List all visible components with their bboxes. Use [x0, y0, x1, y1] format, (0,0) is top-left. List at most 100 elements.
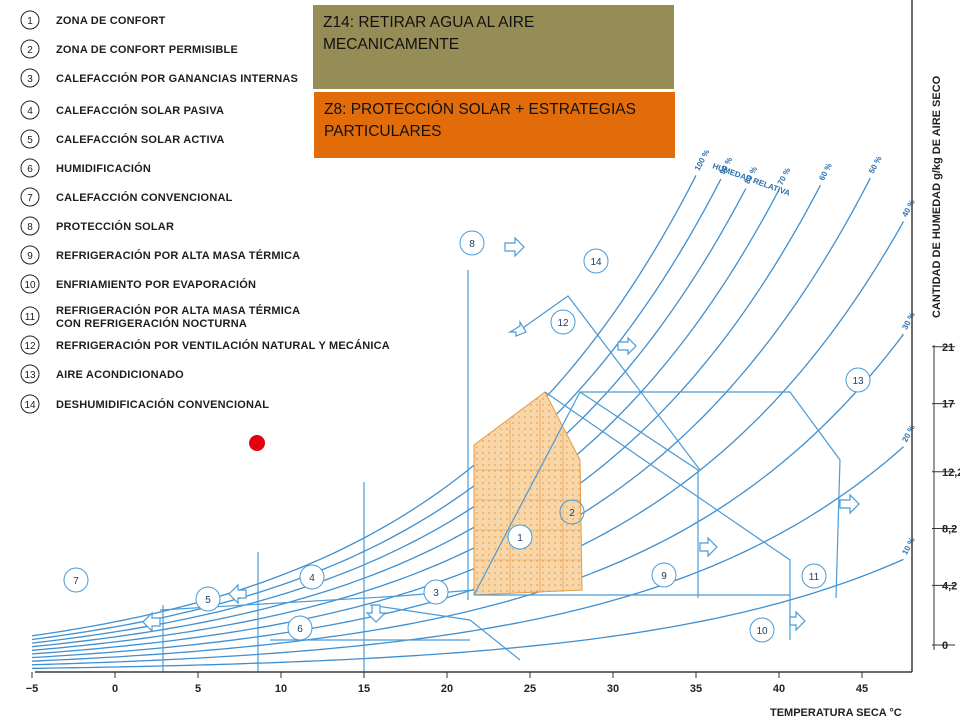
svg-text:6: 6: [297, 624, 303, 635]
zone-label-2: 2: [559, 499, 585, 525]
x-tick-label: 0: [112, 683, 118, 695]
legend-number: 1: [27, 16, 33, 27]
svg-text:10: 10: [756, 626, 768, 637]
legend-number: 9: [27, 251, 33, 262]
legend-number-circle: [20, 100, 40, 120]
legend-number: 7: [27, 193, 33, 204]
legend-number: 8: [27, 222, 33, 233]
x-tick-label: 30: [607, 683, 619, 695]
rh-labels: 100 %90 %80 %70 %60 %50 %40 %30 %20 %10 …: [693, 148, 917, 556]
legend-number: 3: [27, 74, 33, 85]
rh-label: 40 %: [900, 198, 917, 218]
zone-label-4: 4: [299, 564, 325, 590]
legend-label: CALEFACCIÓN SOLAR PASIVA: [56, 104, 224, 117]
svg-text:4: 4: [309, 573, 315, 584]
legend-item-4: 4 CALEFACCIÓN SOLAR PASIVA: [20, 100, 224, 120]
legend-item-5: 5 CALEFACCIÓN SOLAR ACTIVA: [20, 129, 225, 149]
legend-number: 14: [24, 400, 36, 411]
svg-text:7: 7: [73, 576, 79, 587]
zone-label-8: 8: [459, 230, 485, 256]
arrow-icon: [507, 319, 527, 337]
rh-label: 20 %: [900, 423, 917, 443]
y-tick-label: 21: [942, 342, 954, 354]
legend-number-circle: [20, 216, 40, 236]
legend-number-circle: [20, 129, 40, 149]
zone-label-13: 13: [845, 367, 871, 393]
legend-item-13: 13 AIRE ACONDICIONADO: [20, 364, 184, 384]
svg-text:8: 8: [469, 239, 475, 250]
legend-label: ZONA DE CONFORT PERMISIBLE: [56, 44, 238, 56]
legend-label: ZONA DE CONFORT: [56, 15, 166, 27]
y-tick-label: 4,2: [942, 580, 957, 592]
rh-label: 100 %: [693, 148, 712, 172]
legend-item-6: 6 HUMIDIFICACIÓN: [20, 158, 151, 178]
x-tick-label: 20: [441, 683, 453, 695]
arrow-icon: [365, 604, 387, 623]
legend-number: 12: [24, 341, 36, 352]
legend-number-circle: [20, 274, 40, 294]
zone-label-5: 5: [195, 586, 221, 612]
legend-item-3: 3 CALEFACCIÓN POR GANANCIAS INTERNAS: [20, 68, 298, 88]
legend-number-circle: [20, 158, 40, 178]
x-tick-label: 15: [358, 683, 370, 695]
svg-text:13: 13: [852, 376, 864, 387]
x-tick-label: 25: [524, 683, 536, 695]
legend-label: HUMIDIFICACIÓN: [56, 162, 151, 175]
rh-curve: [31, 177, 871, 655]
y-tick-label: 8,2: [942, 524, 957, 536]
legend-label: CALEFACCIÓN SOLAR ACTIVA: [56, 133, 225, 146]
legend-label: AIRE ACONDICIONADO: [56, 369, 184, 381]
x-tick-label: 35: [690, 683, 702, 695]
legend-label: CALEFACCIÓN CONVENCIONAL: [56, 191, 233, 204]
legend-item-12: 12 REFRIGERACIÓN POR VENTILACIÓN NATURAL…: [20, 335, 390, 355]
legend-number: 4: [27, 106, 33, 117]
arrow-icon: [839, 493, 860, 515]
zone-label-6: 6: [287, 615, 313, 641]
legend-item-11: 11 REFRIGERACIÓN POR ALTA MASA TÉRMICA C…: [20, 304, 300, 330]
legend-number-circle: [20, 306, 40, 326]
arrow-icon: [228, 583, 247, 605]
svg-text:9: 9: [661, 571, 667, 582]
x-tick-label: 40: [773, 683, 785, 695]
arrow-icon: [789, 610, 806, 632]
zone-labels: 1 2 3 4 5 6 7 8 9 10 11 12 13 14: [63, 230, 871, 643]
legend-number-circle: [20, 10, 40, 30]
zone-label-1: 1: [507, 524, 533, 550]
zone-label-14: 14: [583, 248, 609, 274]
zone-label-3: 3: [423, 579, 449, 605]
rh-label: 10 %: [900, 536, 917, 556]
y-tick-label: 17: [942, 399, 954, 411]
legend: 1 ZONA DE CONFORT 2 ZONA DE CONFORT PERM…: [20, 10, 390, 414]
arrow-icon: [142, 611, 161, 633]
legend-label: REFRIGERACIÓN POR ALTA MASA TÉRMICA: [56, 304, 300, 317]
y-tick-label: 0: [942, 640, 948, 652]
legend-item-10: 10 ENFRIAMIENTO POR EVAPORACIÓN: [20, 274, 256, 294]
legend-label: ENFRIAMIENTO POR EVAPORACIÓN: [56, 278, 256, 291]
svg-text:12: 12: [557, 318, 569, 329]
legend-label-line2: CON REFRIGERACIÓN NOCTURNA: [56, 317, 247, 330]
legend-item-8: 8 PROTECCIÓN SOLAR: [20, 216, 174, 236]
rh-label: 50 %: [867, 155, 884, 175]
legend-number: 10: [24, 280, 36, 291]
rh-label: 30 %: [900, 311, 917, 331]
legend-label: REFRIGERACIÓN POR ALTA MASA TÉRMICA: [56, 249, 300, 262]
svg-text:5: 5: [205, 595, 211, 606]
y-tick-label: 12,2: [942, 467, 960, 479]
x-axis-label: TEMPERATURA SECA °C: [770, 707, 902, 719]
legend-item-2: 2 ZONA DE CONFORT PERMISIBLE: [20, 39, 238, 59]
svg-text:11: 11: [809, 572, 820, 583]
zone-label-10: 10: [749, 617, 775, 643]
zone-outlines: [159, 270, 841, 672]
legend-number-circle: [20, 335, 40, 355]
legend-number: 11: [25, 312, 36, 323]
legend-item-7: 7 CALEFACCIÓN CONVENCIONAL: [20, 187, 233, 207]
callout-z14: Z14: RETIRAR AGUA AL AIRE MECANICAMENTE: [313, 5, 674, 89]
svg-text:3: 3: [433, 588, 439, 599]
svg-text:1: 1: [517, 533, 523, 544]
zone-label-7: 7: [63, 567, 89, 593]
zone-label-9: 9: [651, 562, 677, 588]
arrow-icon: [699, 536, 718, 558]
legend-label: CALEFACCIÓN POR GANANCIAS INTERNAS: [56, 72, 298, 85]
